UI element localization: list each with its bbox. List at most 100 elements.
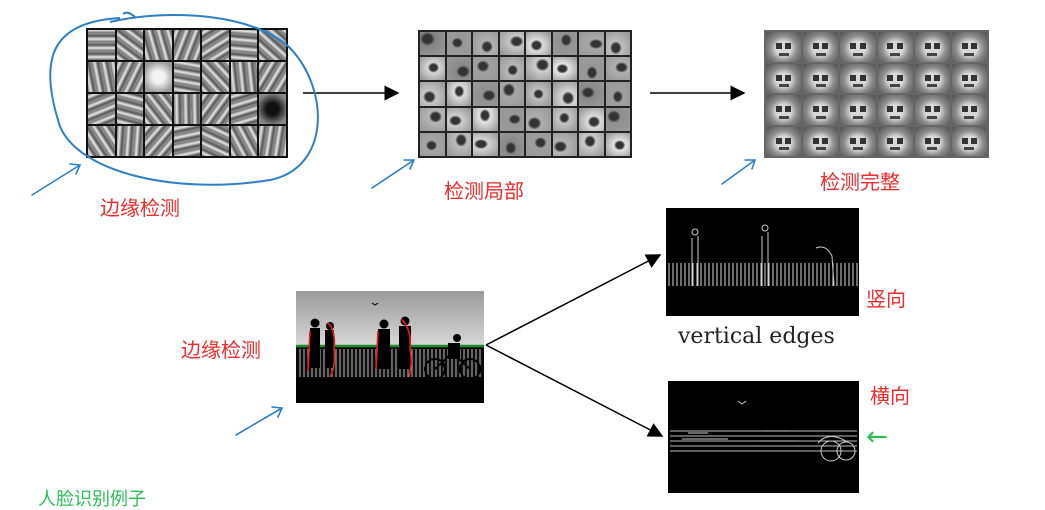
face-tile (951, 32, 987, 62)
face-tile (951, 126, 987, 156)
facial-part-tile (552, 107, 577, 131)
facial-part-tile (473, 57, 498, 81)
edge-filter-tile (88, 126, 115, 156)
facial-part-tile (446, 32, 471, 56)
face-features (961, 43, 978, 50)
edge-filter-tile (259, 126, 286, 156)
flow-arrow-vertical (485, 254, 662, 346)
face-features (887, 43, 903, 50)
edge-filter-tile (259, 94, 286, 124)
face-features (887, 106, 903, 113)
facial-part-tile (499, 57, 524, 81)
facial-part-tile (605, 82, 630, 106)
face-tile (803, 63, 839, 93)
edge-filter-tile (259, 30, 286, 60)
face-features (850, 106, 866, 113)
face-tile (877, 95, 913, 125)
facial-part-tile (579, 57, 604, 81)
face-features (775, 137, 792, 144)
face-tile (803, 95, 839, 125)
edge-filter-tile (202, 126, 229, 156)
face-tile (766, 32, 802, 62)
facial-part-tile (473, 82, 498, 106)
facial-part-tile (446, 132, 471, 156)
silhouette-scene (296, 291, 484, 403)
edge-filter-tile (116, 94, 144, 124)
facial-part-tile (499, 132, 524, 156)
face-tile (877, 63, 913, 93)
face-features (924, 74, 940, 81)
face-mouth (778, 115, 789, 119)
face-mouth (964, 115, 975, 119)
blue-arrow-4 (235, 406, 284, 436)
blue-arrow-1 (31, 163, 82, 196)
blue-arrow-2 (371, 159, 416, 189)
horizontal-edges-figure (670, 400, 857, 462)
face-features (775, 74, 792, 81)
face-tile (914, 126, 950, 156)
facial-part-tile (499, 32, 524, 56)
face-features (775, 43, 792, 50)
face-mouth (890, 84, 900, 88)
edge-filter-tile (88, 62, 115, 92)
facial-part-tile (579, 82, 604, 106)
facial-part-tile (420, 32, 445, 56)
face-features (775, 106, 792, 113)
face-features (924, 137, 940, 144)
face-features (813, 74, 829, 81)
face-tile (766, 95, 802, 125)
face-tile (840, 126, 876, 156)
facial-part-tile (446, 82, 471, 106)
edge-filter-tile (88, 94, 115, 124)
face-features (961, 106, 978, 113)
edge-filter-tile (259, 62, 286, 92)
face-features (887, 137, 903, 144)
edge-filter-tile (116, 30, 144, 60)
face-mouth (890, 147, 900, 151)
vertical-edges-figure (668, 224, 858, 287)
face-tile (840, 95, 876, 125)
label-edge-detect-bottom: 边缘检测 (181, 338, 261, 362)
face-mouth (778, 84, 789, 88)
face-mouth (927, 115, 938, 119)
face-features (850, 137, 866, 144)
facial-part-tile (526, 32, 551, 56)
face-tile (914, 95, 950, 125)
blue-arrow-3 (721, 159, 757, 185)
face-mouth (927, 147, 938, 151)
face-tile (840, 63, 876, 93)
edge-filter-tile (230, 62, 258, 92)
edge-filter-tile (230, 94, 258, 124)
face-features (850, 43, 866, 50)
face-mouth (890, 115, 900, 119)
edge-filter-tile (202, 30, 229, 60)
label-horizontal-cn: 横向 (870, 384, 910, 408)
facial-part-tile (552, 57, 577, 81)
face-features (813, 137, 829, 144)
edge-filter-tile (173, 62, 201, 92)
facial-part-tile (526, 132, 551, 156)
facial-part-tile (499, 107, 524, 131)
green-arrow-icon: ← (866, 422, 888, 452)
street-silhouette-image (296, 291, 484, 403)
face-features (924, 43, 940, 50)
facial-part-tile (552, 132, 577, 156)
face-mouth (852, 115, 863, 119)
facial-part-tile (420, 82, 445, 106)
vertical-edges-image (666, 208, 859, 316)
facial-part-tile (526, 57, 551, 81)
edge-filter-tile (173, 94, 201, 124)
facial-part-tile (579, 132, 604, 156)
edge-filter-tile (88, 30, 115, 60)
face-tile (803, 32, 839, 62)
face-tile (951, 63, 987, 93)
facial-part-tile (473, 132, 498, 156)
face-mouth (964, 84, 975, 88)
face-mouth (852, 84, 863, 88)
facial-part-tile (446, 57, 471, 81)
face-tile (766, 126, 802, 156)
edge-filter-tile (145, 126, 172, 156)
facial-part-tile (420, 107, 445, 131)
face-mouth (815, 84, 826, 88)
label-full-detect: 检测完整 (820, 170, 900, 194)
